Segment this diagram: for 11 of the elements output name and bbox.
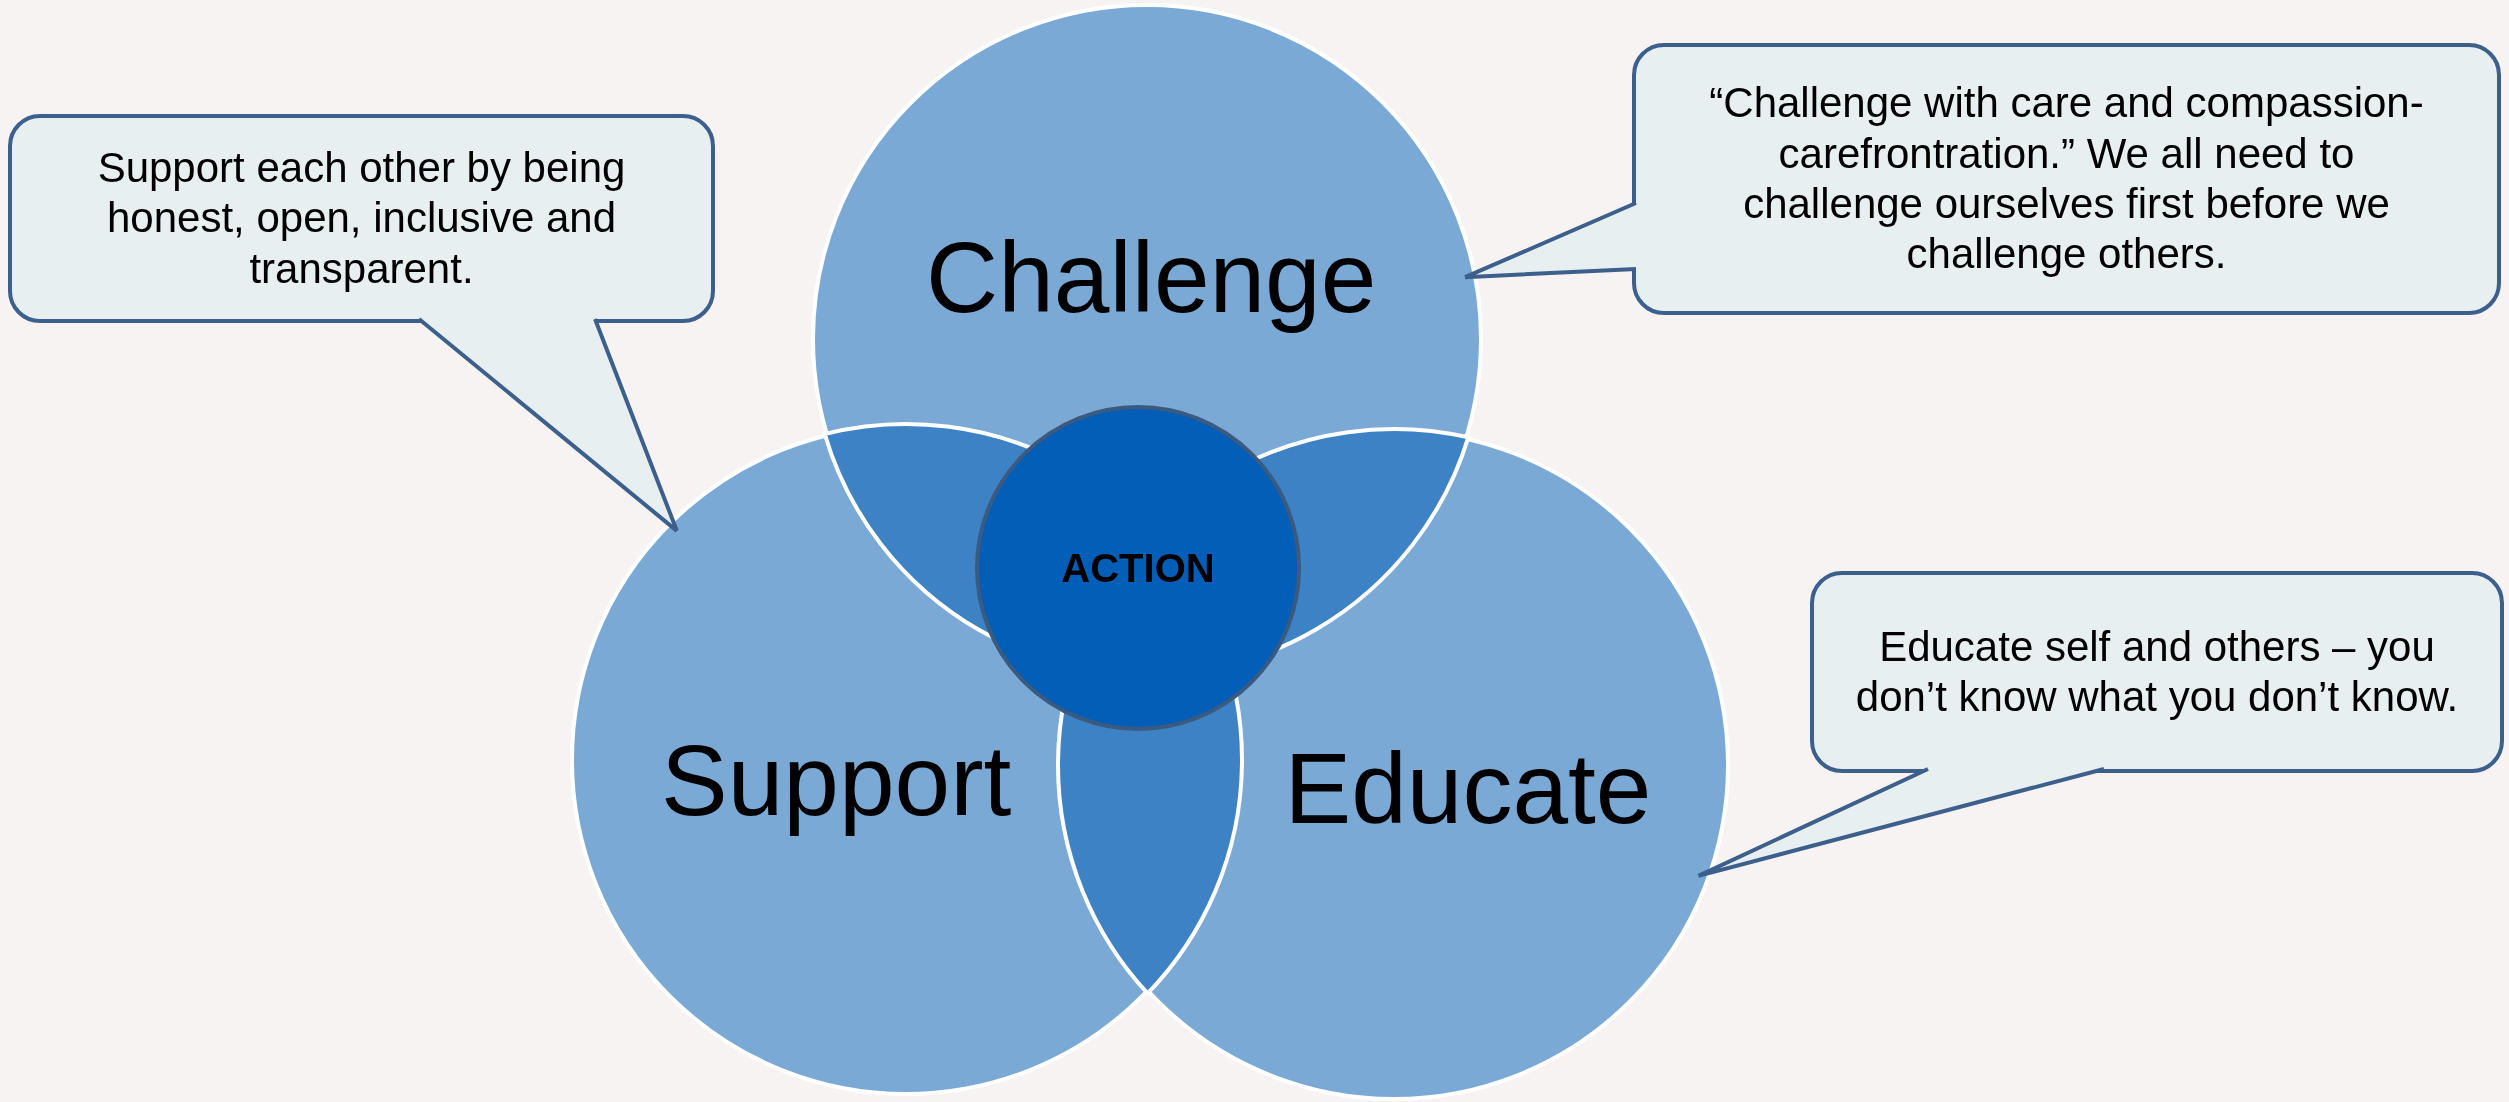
- callout-text: Educate self and others – you don’t know what you don’t know.: [1854, 621, 2460, 722]
- callout-bubble: [1632, 43, 2501, 315]
- callout-pointer: [417, 317, 679, 533]
- callout-text: Support each other by being honest, open, inclusive and transparent.: [96, 142, 627, 294]
- callout-text: “Challenge with care and compassion- carefrontration.” We all need to challenge ourselves first before we challenge others.: [1708, 78, 2425, 280]
- callout-pointer: [1463, 201, 1638, 280]
- circle-label: Support: [661, 722, 1012, 838]
- circle-label: Challenge: [926, 219, 1377, 335]
- callout-pointer: [1696, 767, 2106, 878]
- circle-label: Educate: [1284, 730, 1652, 846]
- circle-label: ACTION: [1061, 545, 1215, 591]
